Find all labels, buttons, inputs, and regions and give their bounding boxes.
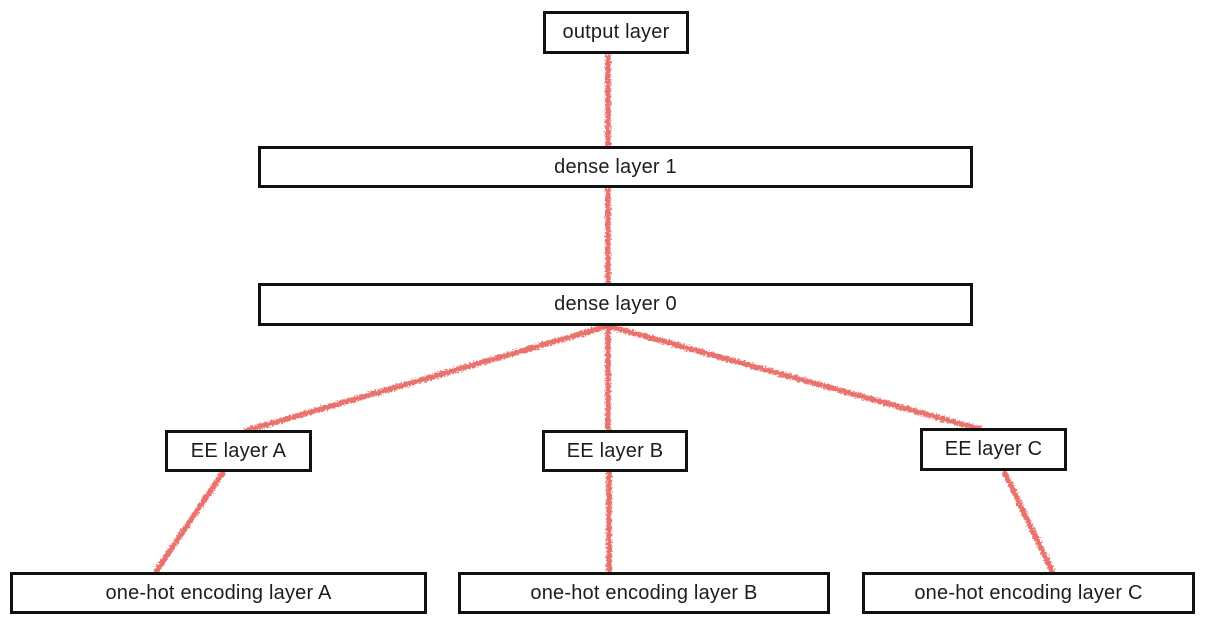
node-ee-layer-a: EE layer A [165,430,312,472]
node-ee-layer-b-label: EE layer B [566,439,664,462]
edge-dense0-ee-c [607,323,984,433]
node-one-hot-layer-c: one-hot encoding layer C [862,572,1195,614]
node-ee-layer-c: EE layer C [920,428,1067,471]
node-output-layer-label: output layer [562,21,670,43]
node-dense-layer-1: dense layer 1 [258,146,973,188]
node-dense-layer-0: dense layer 0 [258,283,973,326]
node-one-hot-layer-a: one-hot encoding layer A [10,572,427,614]
edge-ee-c-onehot-c [1001,469,1056,575]
node-dense-layer-1-label: dense layer 1 [554,155,677,178]
edge-dense0-ee-a [244,323,609,434]
edge-ee-a-onehot-a [152,469,227,575]
node-dense-layer-0-label: dense layer 0 [554,293,677,315]
node-one-hot-layer-b: one-hot encoding layer B [458,572,830,614]
node-one-hot-layer-a-label: one-hot encoding layer A [105,581,332,604]
node-one-hot-layer-c-label: one-hot encoding layer C [914,581,1143,604]
node-ee-layer-c-label: EE layer C [944,438,1043,460]
node-ee-layer-a-label: EE layer A [190,439,287,462]
node-output-layer: output layer [543,11,689,54]
node-ee-layer-b: EE layer B [542,430,688,472]
node-one-hot-layer-b-label: one-hot encoding layer B [530,581,758,604]
